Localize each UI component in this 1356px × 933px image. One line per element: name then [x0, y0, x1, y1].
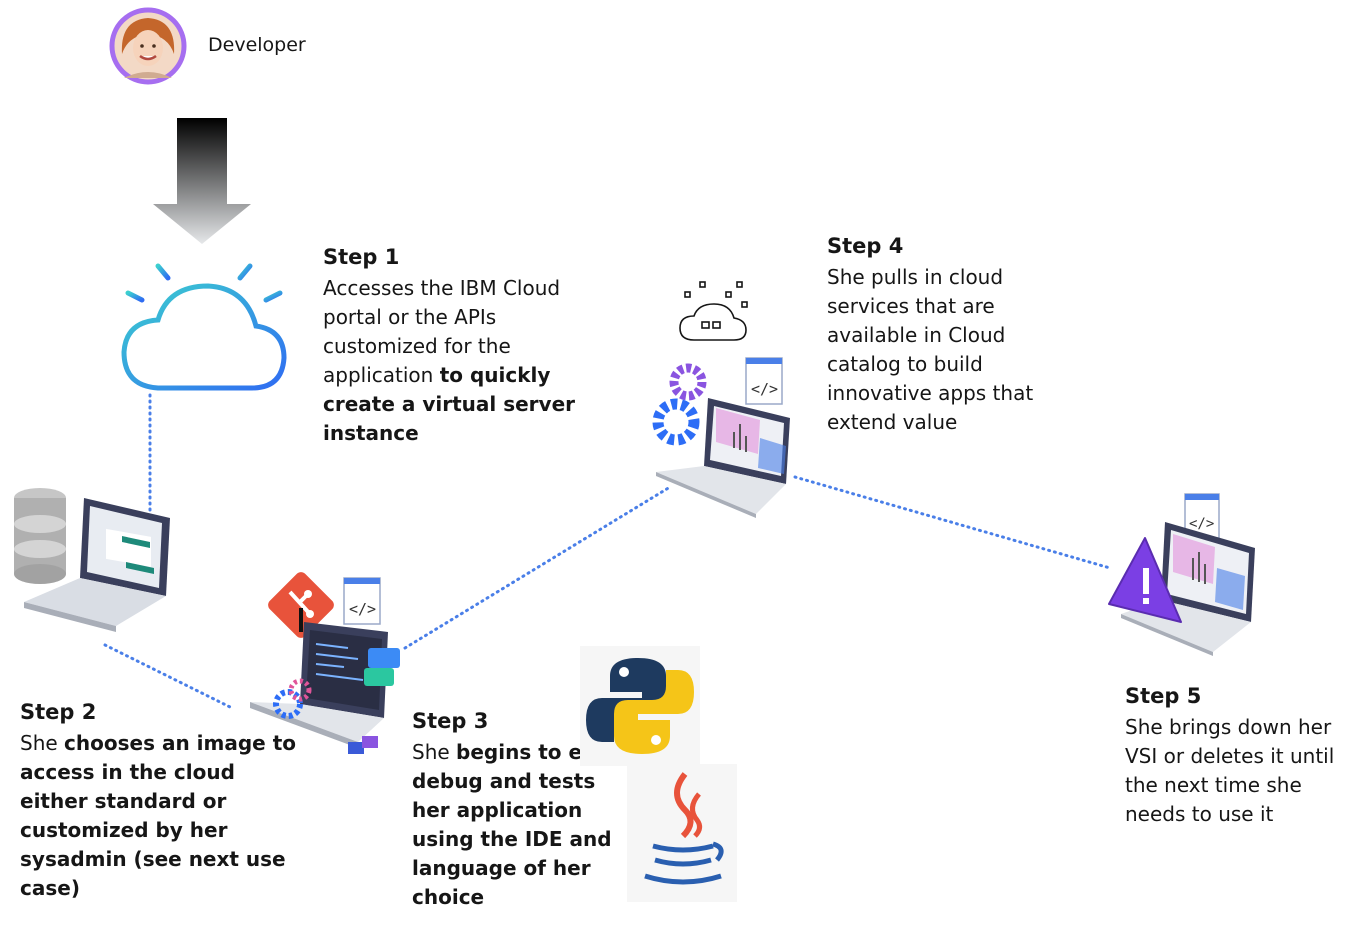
gear-icon [273, 678, 312, 719]
ibm-cloud-icon [121, 249, 287, 391]
svg-text:</>: </> [751, 380, 778, 398]
laptop-icon [656, 398, 790, 518]
laptop-warning-illustration: </> [1108, 493, 1255, 656]
laptop-icon [250, 622, 400, 748]
step-4-text-a: She pulls in cloud services that are ava… [827, 265, 1034, 434]
step-1-title: Step 1 [323, 245, 400, 269]
code-icon: </> [343, 577, 381, 625]
step-1-text: Accesses the IBM Cloud portal or the API… [323, 274, 603, 448]
developer-avatar [109, 7, 187, 85]
laptop-icon [1121, 522, 1255, 656]
step-3-title: Step 3 [412, 709, 489, 733]
step-5-title: Step 5 [1125, 684, 1202, 708]
step-1-text-a: Accesses the IBM Cloud portal or the API… [323, 276, 561, 387]
java-icon [627, 764, 737, 902]
step-3-text-b: begins to edit, debug and tests her appl… [412, 740, 621, 909]
connector-step4-step5 [793, 475, 1112, 570]
step-2-text-b: chooses an image to access in the cloud … [20, 731, 296, 900]
connector-step3-step4 [403, 485, 672, 650]
laptop-icon [24, 498, 170, 632]
step-2-text: She chooses an image to access in the cl… [20, 729, 300, 903]
python-icon [580, 646, 700, 766]
svg-text:</>: </> [349, 600, 376, 618]
svg-text:</>: </> [1189, 516, 1214, 532]
cloud-services-icon [679, 281, 748, 341]
laptop-git-illustration: </> [250, 572, 400, 754]
laptop-database-illustration [14, 488, 170, 632]
git-icon [268, 572, 334, 638]
step-5-text: She brings down her VSI or deletes it un… [1125, 713, 1353, 829]
down-arrow-icon [153, 118, 251, 244]
warning-icon [1108, 537, 1182, 623]
developer-label: Developer [208, 34, 306, 56]
step-4-text: She pulls in cloud services that are ava… [827, 263, 1057, 437]
connector-step2-step3 [103, 643, 234, 710]
step-5-text-a: She brings down her VSI or deletes it un… [1125, 715, 1335, 826]
gear-icon [652, 363, 707, 446]
step-2-text-a: She [20, 731, 65, 755]
step-3-text-a: She [412, 740, 457, 764]
step-2-title: Step 2 [20, 700, 97, 724]
step-3-text: She begins to edit, debug and tests her … [412, 738, 622, 912]
laptop-services-illustration: </> [652, 281, 790, 518]
step-4-title: Step 4 [827, 234, 904, 258]
step-1-text-b: to quickly create a virtual server insta… [323, 363, 575, 445]
code-icon: </> [745, 357, 783, 405]
database-icon [14, 488, 66, 584]
